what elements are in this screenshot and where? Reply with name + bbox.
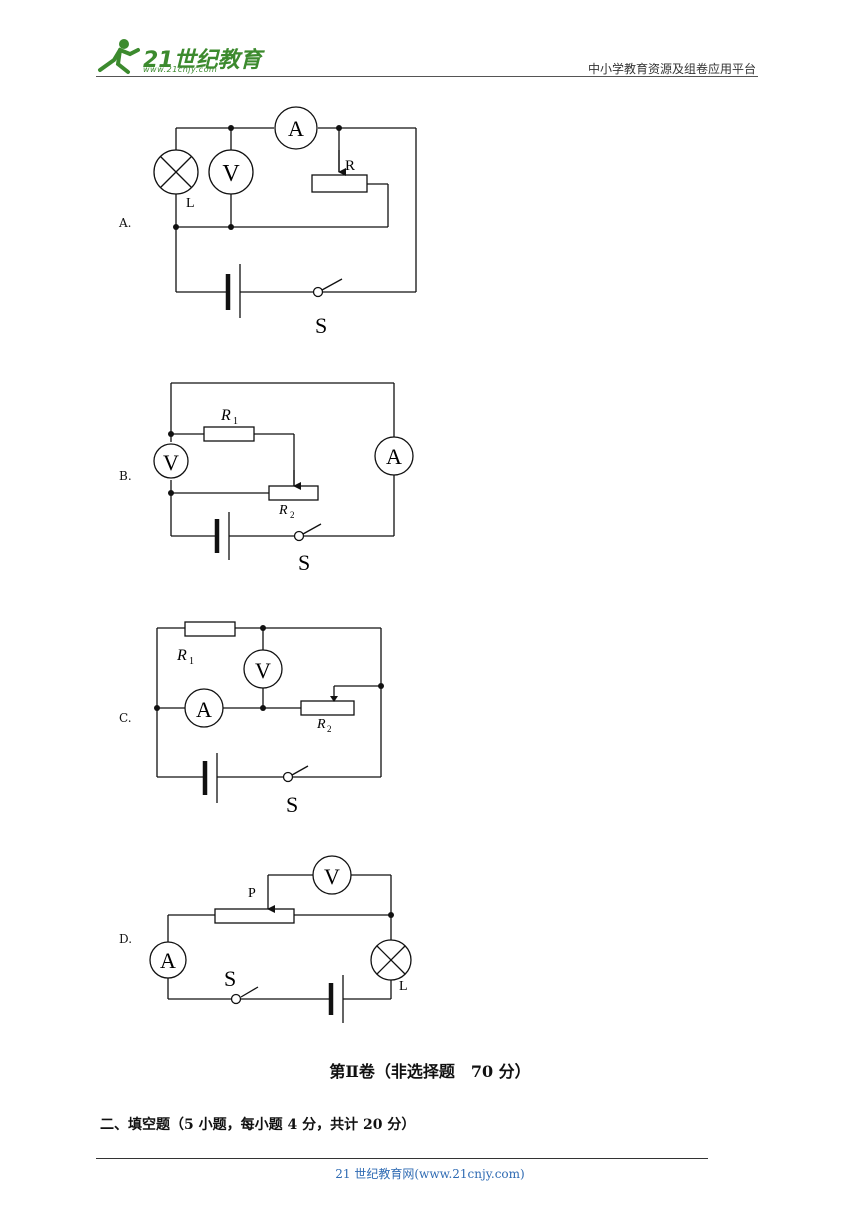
ammeter-d-label: A: [160, 948, 176, 973]
switch-c-label: S: [286, 792, 298, 817]
option-d-label: D.: [119, 932, 133, 946]
fill-in-title: 二、填空题（5 小题，每小题 4 分，共计 20 分）: [100, 1117, 416, 1133]
logo-text: 21世纪教育: [143, 48, 262, 73]
footer-link[interactable]: 21 世纪教育网(www.21cnjy.com): [335, 1167, 525, 1181]
slider-d-label: P: [248, 886, 256, 901]
platform-name: 中小学教育资源及组卷应用平台: [587, 62, 756, 76]
switch-d-label: S: [224, 966, 236, 991]
resistor-1-b-sub: 1: [233, 416, 238, 427]
resistor-2-b-label: R: [278, 503, 288, 518]
lamp-a-label: L: [186, 196, 195, 211]
ammeter-a-label: A: [288, 116, 304, 141]
switch-b-label: S: [298, 550, 310, 575]
option-a-label: A.: [119, 216, 132, 230]
footer-divider: [96, 1158, 708, 1159]
circuit-b: [153, 382, 414, 560]
option-b-label: B.: [119, 469, 132, 483]
switch-a-label: S: [315, 313, 327, 338]
resistor-1-c-label: R: [176, 647, 187, 664]
voltmeter-b-label: V: [163, 450, 179, 475]
circuit-d: [149, 855, 412, 1023]
voltmeter-d-label: V: [324, 864, 340, 889]
lamp-d-label: L: [399, 979, 408, 994]
logo-url: www.21cnjy.com: [143, 65, 218, 74]
runner-logo-icon: [98, 39, 140, 74]
rheostat-a-label: R: [345, 158, 355, 174]
section-title: 第Ⅱ卷（非选择题 70 分）: [329, 1062, 531, 1081]
resistor-1-b-label: R: [220, 407, 231, 424]
circuit-c: [156, 621, 382, 803]
resistor-2-b-sub: 2: [290, 510, 295, 520]
header-divider: [96, 76, 758, 77]
option-c-label: C.: [119, 711, 132, 725]
resistor-2-c-sub: 2: [327, 724, 332, 734]
voltmeter-a-label: V: [222, 161, 240, 187]
circuit-a: [153, 106, 417, 318]
resistor-1-c-sub: 1: [189, 656, 194, 667]
resistor-2-c-label: R: [316, 717, 326, 732]
ammeter-c-label: A: [196, 697, 212, 722]
ammeter-b-label: A: [386, 444, 402, 469]
voltmeter-c-label: V: [255, 658, 271, 683]
